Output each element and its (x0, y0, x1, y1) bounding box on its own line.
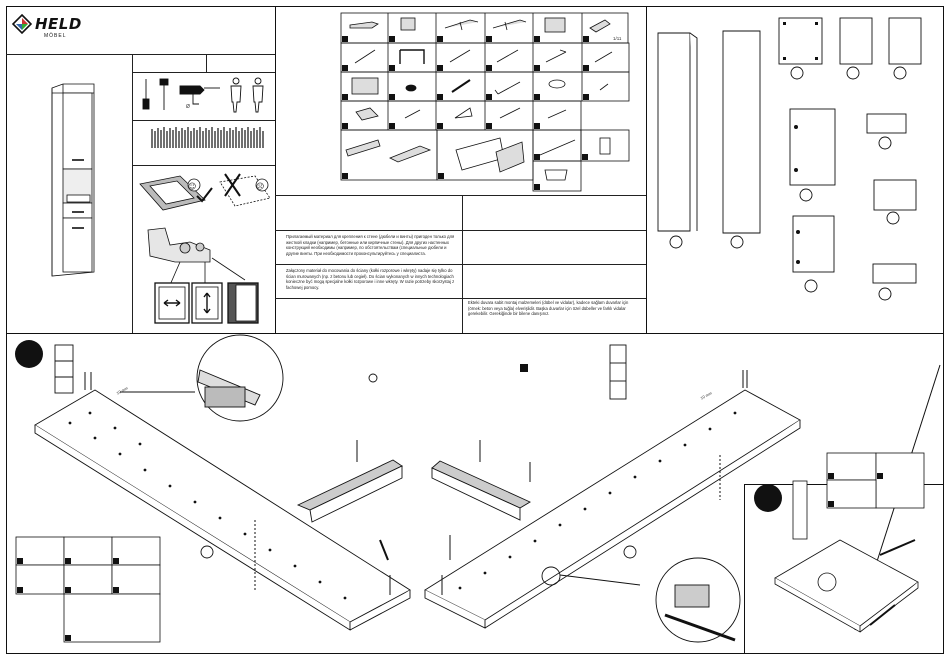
divider-notes-3 (275, 298, 646, 299)
divider-top-section (6, 333, 944, 334)
divider-product-tools (132, 54, 133, 333)
divider-tools-screws (132, 120, 275, 121)
step-2-marker (754, 484, 782, 512)
drill-size-label: Ø (186, 104, 190, 110)
note-turkish: Ekteki duvara sabit montaj malzemeleri (… (468, 300, 629, 317)
divider-tools-mid (206, 54, 207, 72)
divider-logo (6, 54, 275, 55)
note-russian: Прилагаемый материал для крепления к сте… (286, 234, 455, 256)
brand-sub: MÖBEL (44, 33, 67, 39)
brand-logo: HELD (12, 14, 82, 34)
hardware-id-label: 1/11 (613, 36, 622, 41)
brand-name: HELD (35, 15, 82, 33)
divider-notes-2 (275, 264, 646, 265)
divider-hardware-bottom (275, 195, 646, 196)
divider-notes-1 (275, 230, 646, 231)
divider-col-2 (646, 6, 647, 333)
divider-col-1 (275, 6, 276, 333)
step-marker-square (520, 364, 528, 372)
divider-step2 (744, 484, 745, 654)
note-polish: Załączony materiał do mocowania do ścian… (286, 268, 455, 290)
divider-tools-check (132, 165, 275, 166)
logo-diamond-icon (12, 14, 32, 34)
divider-tools-top (132, 72, 275, 73)
page-frame (6, 6, 944, 654)
step-1-marker (15, 340, 43, 368)
